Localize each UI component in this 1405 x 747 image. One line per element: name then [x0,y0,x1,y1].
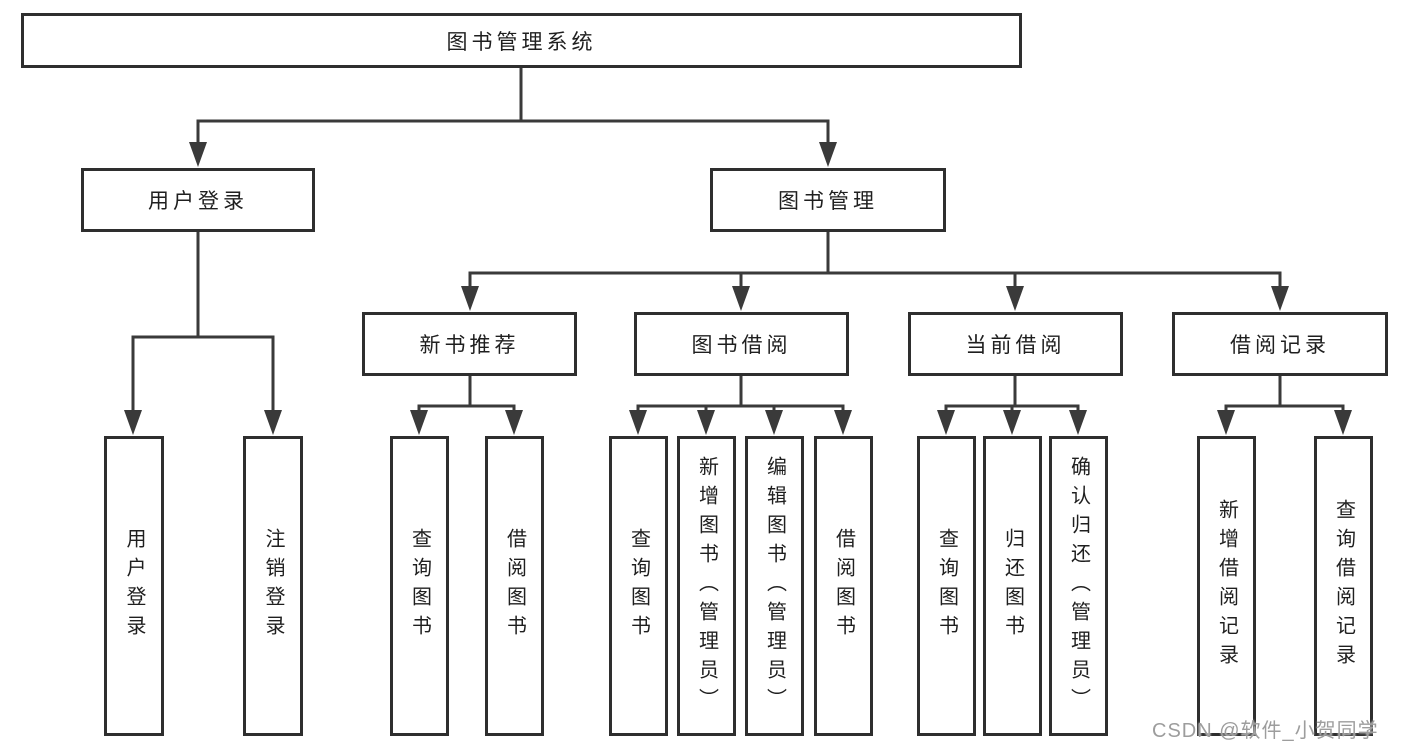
leaf-add-book-admin: 新增图书（管理员） [677,436,736,736]
leaf-return-book-label: 归还图书 [1001,528,1024,644]
edges-user-login-to-leaves [131,232,275,413]
edges-current-borrowing-to-leaves [944,376,1080,413]
node-new-book-recommend: 新书推荐 [362,312,577,376]
leaf-edit-book-admin: 编辑图书（管理员） [745,436,804,736]
node-current-borrowing: 当前借阅 [908,312,1123,376]
leaf-edit-book-admin-label: 编辑图书（管理员） [763,455,786,717]
leaf-query-book-borrowing: 查询图书 [609,436,668,736]
leaf-logout: 注销登录 [243,436,303,736]
node-library-system: 图书管理系统 [21,13,1022,68]
node-borrowing-records-label: 借阅记录 [1230,334,1330,357]
node-current-borrowing-label: 当前借阅 [965,334,1066,357]
leaf-logout-label: 注销登录 [262,528,284,644]
node-book-management: 图书管理 [710,168,946,232]
leaf-add-borrow-record: 新增借阅记录 [1197,436,1256,736]
node-borrowing-records: 借阅记录 [1172,312,1388,376]
edges-root-to-level2 [196,68,830,145]
leaf-borrow-book-borrowing-label: 借阅图书 [832,528,855,644]
leaf-add-borrow-record-label: 新增借阅记录 [1215,499,1238,673]
leaf-query-book-borrowing-label: 查询图书 [627,528,650,644]
leaf-query-book-current-label: 查询图书 [935,528,958,644]
edges-book-borrowing-to-leaves [636,376,845,413]
leaf-borrow-book-recommend: 借阅图书 [485,436,544,736]
leaf-query-book-current: 查询图书 [917,436,976,736]
watermark: CSDN @软件_小贺同学 [1152,720,1379,742]
leaf-user-login-label: 用户登录 [123,528,145,644]
edges-borrowing-records-to-leaves [1224,376,1345,413]
node-user-login-label: 用户登录 [148,190,248,213]
leaf-user-login: 用户登录 [104,436,164,736]
edges-new-book-recommend-to-leaves [417,376,516,413]
leaf-add-book-admin-label: 新增图书（管理员） [695,455,718,717]
leaf-borrow-book-recommend-label: 借阅图书 [503,528,526,644]
leaf-query-book-recommend: 查询图书 [390,436,449,736]
leaf-query-book-recommend-label: 查询图书 [408,528,431,644]
node-new-book-recommend-label: 新书推荐 [419,334,520,357]
edges-book-management-to-level3 [468,232,1282,289]
leaf-query-borrow-record: 查询借阅记录 [1314,436,1373,736]
node-library-system-label: 图书管理系统 [446,30,597,54]
node-book-borrowing: 图书借阅 [634,312,849,376]
leaf-borrow-book-borrowing: 借阅图书 [814,436,873,736]
leaf-return-book: 归还图书 [983,436,1042,736]
leaf-query-borrow-record-label: 查询借阅记录 [1332,499,1355,673]
leaf-confirm-return-admin: 确认归还（管理员） [1049,436,1108,736]
node-book-management-label: 图书管理 [778,190,878,213]
arrowheads [124,142,1352,435]
node-book-borrowing-label: 图书借阅 [691,334,792,357]
node-user-login: 用户登录 [81,168,315,232]
leaf-confirm-return-admin-label: 确认归还（管理员） [1067,455,1090,717]
